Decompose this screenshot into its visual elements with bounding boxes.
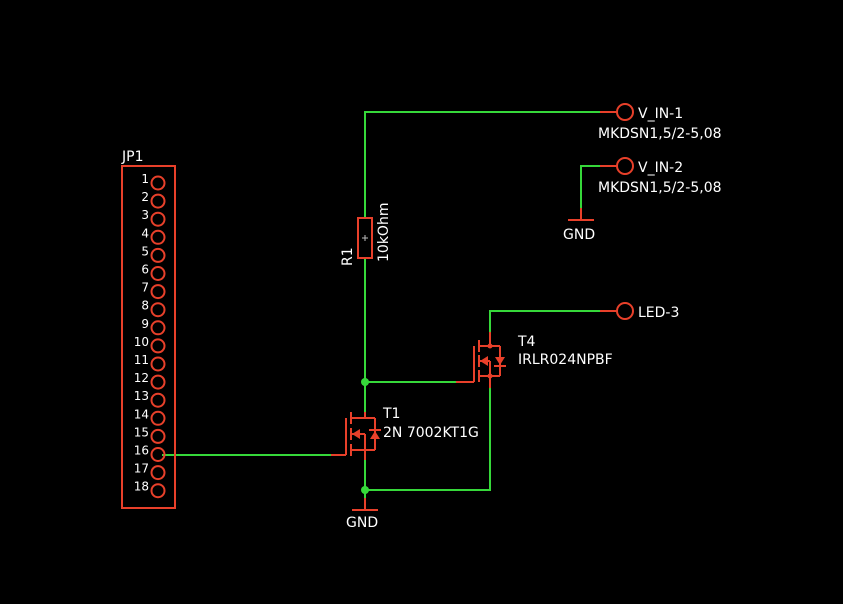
terminal-vin2-pad [616, 157, 634, 175]
t1-value: 2N 7002KT1G [383, 425, 479, 441]
terminal-vin1-name: V_IN-1 [638, 106, 683, 122]
t4-arrow [480, 356, 488, 366]
t4-drain-path [479, 332, 491, 347]
wire-vin1-to-r1 [364, 111, 612, 218]
connector-pin-label: 7 [141, 281, 149, 295]
gnd-label-bottom: GND [346, 515, 378, 531]
connector-pin-pad[interactable] [150, 465, 166, 481]
connector-pin-label: 17 [134, 462, 149, 476]
connector-pin-label: 11 [134, 353, 149, 367]
gnd-symbol-bottom[interactable]: GND [346, 498, 378, 531]
terminal-vin1[interactable]: V_IN-1 MKDSN1,5/2-5,08 [598, 103, 722, 142]
wires [162, 111, 612, 510]
connector-pin-label: 15 [134, 425, 149, 439]
junction-gnd-node [361, 486, 369, 494]
connector-pin-label: 4 [141, 226, 149, 240]
t1-source-path [351, 449, 366, 460]
junction-gate-node [361, 378, 369, 386]
gnd-symbol-top[interactable]: GND [563, 208, 595, 243]
connector-pin-pad[interactable] [150, 175, 166, 191]
wire-led3-to-t4-drain [489, 310, 612, 332]
terminal-vin2-name: V_IN-2 [638, 160, 683, 176]
connector-pin-pad[interactable] [150, 356, 166, 372]
connector-pin-label: 10 [134, 335, 149, 349]
connector-pin-pad[interactable] [150, 320, 166, 336]
connector-name: JP1 [121, 149, 143, 165]
connector-pin-pad[interactable] [150, 284, 166, 300]
terminal-led3-pad [616, 302, 634, 320]
gnd-label-top: GND [563, 227, 595, 243]
transistor-t4[interactable]: T4 IRLR024NPBF [456, 332, 613, 388]
connector-pin-pad[interactable] [150, 229, 166, 245]
terminal-led3[interactable]: LED-3 [600, 302, 679, 321]
connector-pin-pad[interactable] [150, 247, 166, 263]
connector-pin-pad[interactable] [150, 428, 166, 444]
t4-name: T4 [517, 334, 536, 350]
transistor-t1[interactable]: T1 2N 7002KT1G [331, 406, 479, 460]
terminal-vin1-pad [616, 103, 634, 121]
connector-pin-label: 5 [141, 244, 149, 258]
resistor-body [357, 217, 373, 259]
connector-pin-pad[interactable] [150, 392, 166, 408]
resistor-name: R1 [340, 247, 356, 266]
connector-pin-label: 14 [134, 407, 149, 421]
wire-node-to-t4-source [365, 388, 491, 491]
t1-name: T1 [382, 406, 400, 422]
connector-pin-label: 6 [141, 263, 149, 277]
connector-pin-label: 16 [134, 444, 149, 458]
t4-value: IRLR024NPBF [518, 352, 613, 368]
connector-pin-label: 1 [141, 172, 149, 186]
resistor-value: 10kOhm [376, 203, 392, 262]
connector-pin-label: 13 [134, 389, 149, 403]
connector-pin-pad[interactable] [150, 483, 166, 499]
connector-pin-label: 18 [134, 480, 149, 494]
resistor-r1[interactable]: R1 10kOhm [340, 203, 392, 266]
connector-pin-label: 9 [141, 317, 149, 331]
connector-pin-pad[interactable] [150, 193, 166, 209]
connector-pin-pad[interactable] [150, 211, 166, 227]
connector-pin-pad[interactable] [150, 338, 166, 354]
terminal-led3-name: LED-3 [638, 305, 679, 321]
terminal-vin2-value: MKDSN1,5/2-5,08 [598, 180, 722, 196]
connector-pin-label: 3 [141, 208, 149, 222]
connector-pin-pad[interactable] [150, 302, 166, 318]
connector-pin-label: 12 [134, 371, 149, 385]
connector-pin-pad[interactable] [150, 410, 166, 426]
connector-pin-label: 2 [141, 190, 149, 204]
t1-arrow [352, 429, 360, 439]
connector-pin-pad[interactable] [150, 266, 166, 281]
terminal-vin1-value: MKDSN1,5/2-5,08 [598, 126, 722, 142]
terminal-vin2[interactable]: V_IN-2 MKDSN1,5/2-5,08 [598, 157, 722, 196]
t1-drain-path [351, 412, 366, 419]
connector-pin-label: 8 [141, 299, 149, 313]
connector-pin-pad[interactable] [150, 374, 166, 390]
connector-body [121, 165, 176, 509]
connector-pin-pad[interactable] [150, 447, 166, 462]
